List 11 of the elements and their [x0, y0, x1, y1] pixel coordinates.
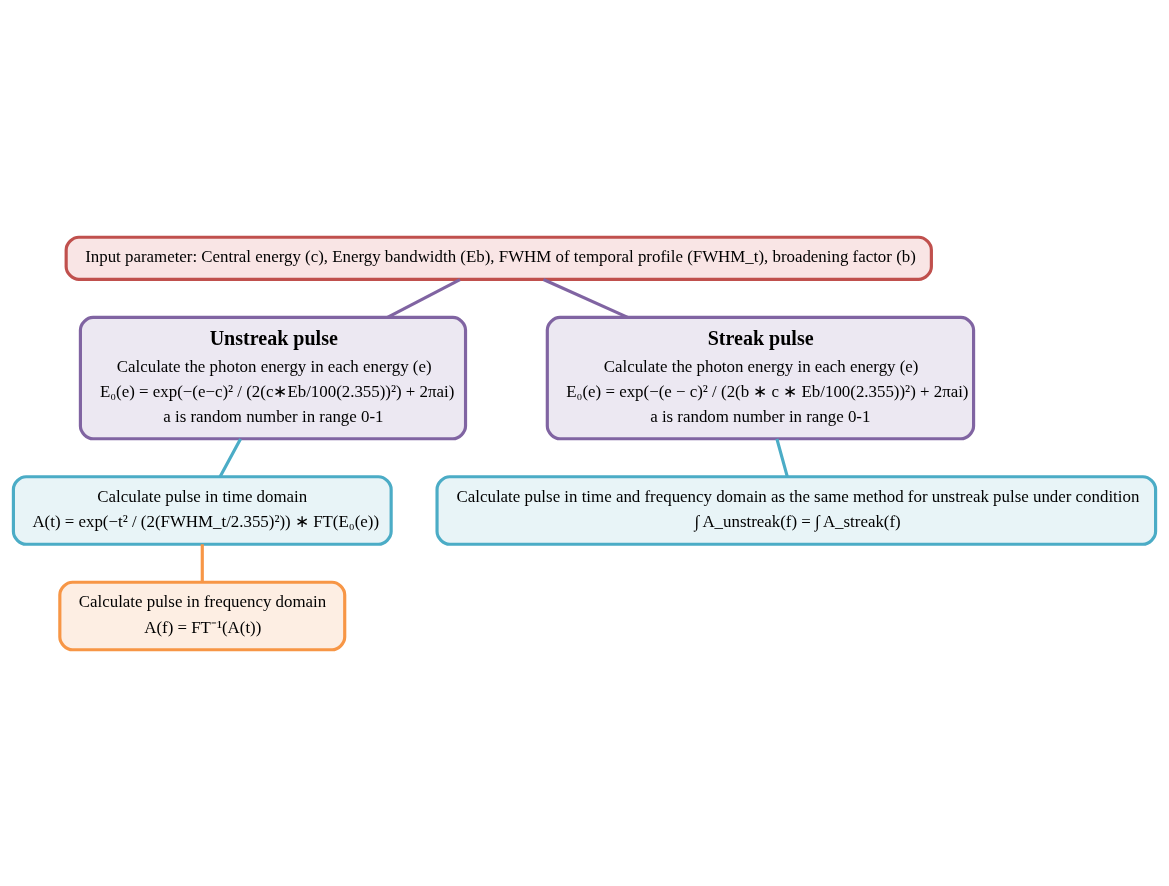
connector: [775, 438, 789, 477]
connector: [386, 277, 461, 319]
connector: [218, 437, 242, 477]
connector: [200, 543, 204, 582]
node-box: Unstreak pulse Calculate the photon energy in each energy (e) E₀(e) = exp(−(e−c)² / (2(c∗Eb/100(2.355))²) + 2πai) a is random number in range 0-1: [78, 315, 468, 440]
node-box: Calculate pulse in frequency domain A(f) = FT⁻¹(A(t)): [58, 580, 347, 651]
connector: [542, 277, 629, 319]
node-box: Input parameter: Central energy (c), Energy bandwidth (Eb), FWHM of temporal profile (FWHM_t), broadening factor (b): [64, 235, 933, 281]
node-box: Calculate pulse in time and frequency domain as the same method for unstreak pulse under condition ∫ A_unstreak(f) = ∫ A_streak(f): [435, 474, 1158, 546]
node-box: Calculate pulse in time domain A(t) = exp(−t² / (2(FWHM_t/2.355)²)) ∗ FT(E₀(e)): [11, 474, 393, 546]
node-box: Streak pulse Calculate the photon energy in each energy (e) E₀(e) = exp(−(e − c)² / (2(b ∗ c ∗ Eb/100(2.355))²) + 2πai) a is random number in range 0-1: [545, 315, 976, 440]
